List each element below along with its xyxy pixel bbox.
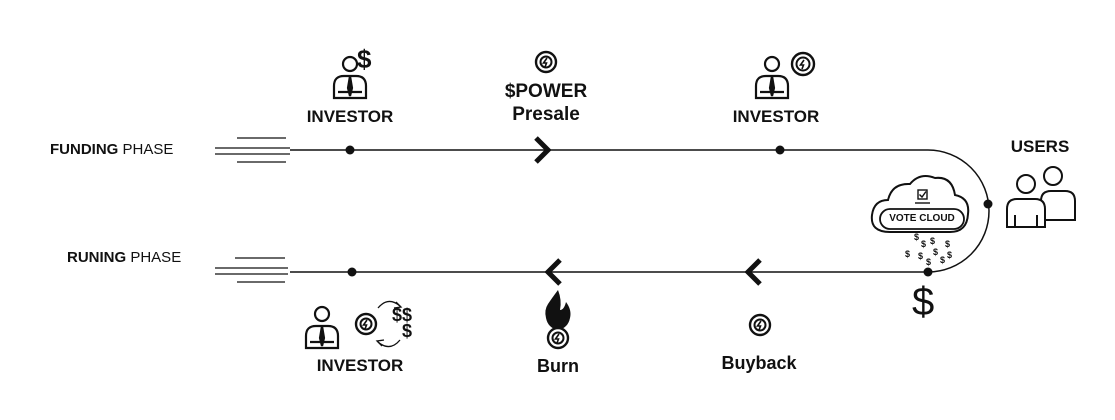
vote-cloud-icon [870,175,970,233]
svg-text:$: $ [945,239,950,249]
dollar-sign-icon: $ [357,44,372,74]
power-coin-icon [534,50,558,74]
investor-dollar-icon [332,55,368,100]
chevron-left-icon [544,258,562,286]
investor-top-right-label: INVESTOR [732,107,820,126]
svg-text:$: $ [914,232,919,242]
investor-exchange-icon [304,300,403,350]
chevron-right-icon [534,136,552,164]
power-token-label: $POWER [504,81,588,102]
svg-text:$: $ [930,236,935,246]
presale-label: Presale [512,104,580,125]
running-phase-label: RUNING PHASE [67,249,182,266]
investor-coin-icon [754,51,816,100]
chevron-left-icon [744,258,762,286]
svg-text:$: $ [926,257,931,267]
svg-text:$: $ [947,250,952,260]
speed-lines-bottom [215,257,288,283]
svg-text:$: $ [940,255,945,265]
speed-lines-top [215,137,290,163]
users-label: USERS [1010,137,1070,156]
flow-path [290,149,990,273]
vote-cloud-label: VOTE CLOUD [889,213,955,224]
buyback-label: Buyback [721,353,797,373]
investor-top-left-label: INVESTOR [306,107,394,126]
svg-text:$: $ [905,249,910,259]
svg-text:$: $ [921,239,926,249]
burn-label: Burn [537,356,579,376]
investor-bottom-label: INVESTOR [316,356,404,375]
node-dot-vote-cloud [923,267,933,277]
users-icon [1006,166,1076,228]
power-coin-icon [748,313,772,337]
big-dollar-icon: $ [912,280,935,324]
funding-phase-label: FUNDING PHASE [50,141,174,158]
flame-coin-icon [545,290,571,350]
svg-text:$: $ [933,247,938,257]
node-dot-investor-top-right [775,145,785,155]
node-dot-investor-bottom [347,267,357,277]
exchange-dollars-icon: $$$ $$ $ [392,305,413,341]
node-dot-investor-top-left [345,145,355,155]
svg-text:$: $ [918,251,923,261]
falling-dollars: $$$ $$$ $$$ $ [905,232,952,267]
node-dot-users [983,199,993,209]
